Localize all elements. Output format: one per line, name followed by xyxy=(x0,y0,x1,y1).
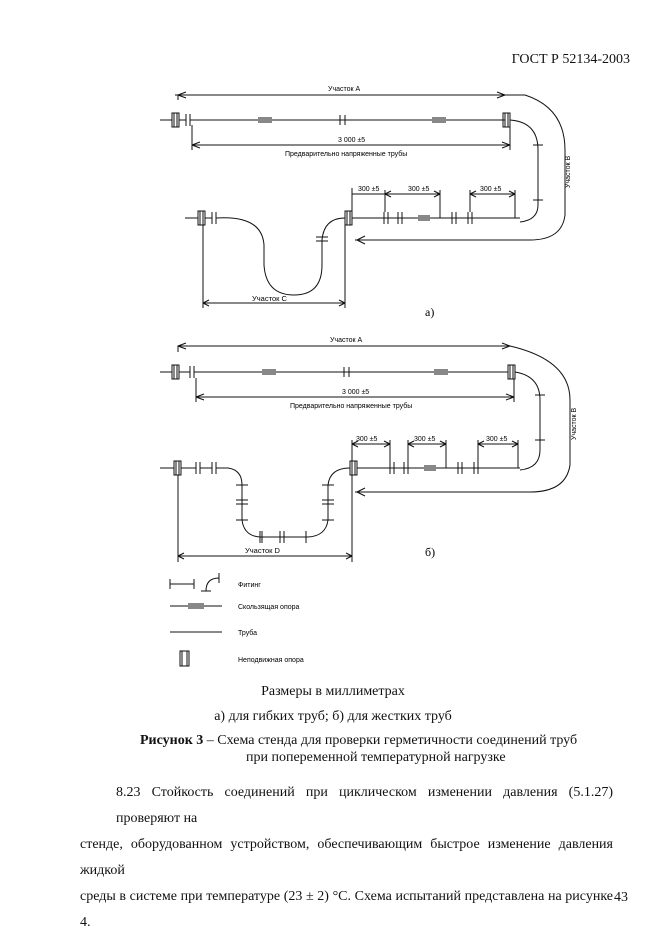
legend-fitting-label: Фитинг xyxy=(238,582,261,589)
fig-a-section-c-label: Участок С xyxy=(252,294,287,303)
fig-b-section-b-label: Участок В xyxy=(571,407,578,440)
fig-a-dim-300-1: 300 ±5 xyxy=(358,186,379,193)
body-paragraph: 8.23 Стойкость соединений при циклическо… xyxy=(80,780,613,936)
legend-sliding-support-label: Скользящая опора xyxy=(238,604,300,611)
figure-subtitles: а) для гибких труб; б) для жестких труб xyxy=(214,709,452,724)
fig-b-section-d-label: Участок D xyxy=(245,546,280,555)
fig-b-dim-300-1: 300 ±5 xyxy=(356,436,377,443)
fig-a-dim-300-3: 300 ±5 xyxy=(480,186,501,193)
fig-b-prestressed-label: Предварительно напряженные трубы xyxy=(290,402,412,410)
figure-caption-title-1: – Схема стенда для проверки герметичност… xyxy=(203,733,578,748)
body-line-3: среды в системе при температуре (23 ± 2)… xyxy=(80,889,613,930)
figure-caption-title-2: при попеременной температурной нагрузке xyxy=(246,750,506,765)
fig-a-section-a-label: Участок А xyxy=(328,86,361,93)
fig-a-dim-3000: 3 000 ±5 xyxy=(338,137,365,144)
legend-fixed-support-label: Неподвижная опора xyxy=(238,657,304,664)
fig-a-section-b-label: Участок В xyxy=(565,155,572,188)
fig-b-dim-3000: 3 000 ±5 xyxy=(342,389,369,396)
test-stand-diagram: Участок А Участок В 3 000 ±5 Предварител… xyxy=(160,86,578,667)
fig-b-label: б) xyxy=(425,545,435,559)
body-line-1: 8.23 Стойкость соединений при циклическо… xyxy=(116,785,613,826)
fig-a-dim-300-2: 300 ±5 xyxy=(408,186,429,193)
body-line-2: стенде, оборудованном устройством, обесп… xyxy=(80,837,613,878)
fig-a-prestressed-label: Предварительно напряженные трубы xyxy=(285,150,407,158)
fig-b-dim-300-2: 300 ±5 xyxy=(414,436,435,443)
fig-b-dim-300-3: 300 ±5 xyxy=(486,436,507,443)
page-number: 43 xyxy=(614,890,628,905)
legend-pipe-label: Труба xyxy=(238,629,257,637)
fig-a-label: а) xyxy=(425,305,434,319)
fig-b-section-a-label: Участок А xyxy=(330,337,363,344)
document-header: ГОСТ Р 52134-2003 xyxy=(511,52,630,67)
figure-units-note: Размеры в миллиметрах xyxy=(261,684,405,699)
figure-caption: Рисунок 3 – Схема стенда для проверки ге… xyxy=(140,732,620,766)
figure-caption-label: Рисунок 3 xyxy=(140,733,204,748)
